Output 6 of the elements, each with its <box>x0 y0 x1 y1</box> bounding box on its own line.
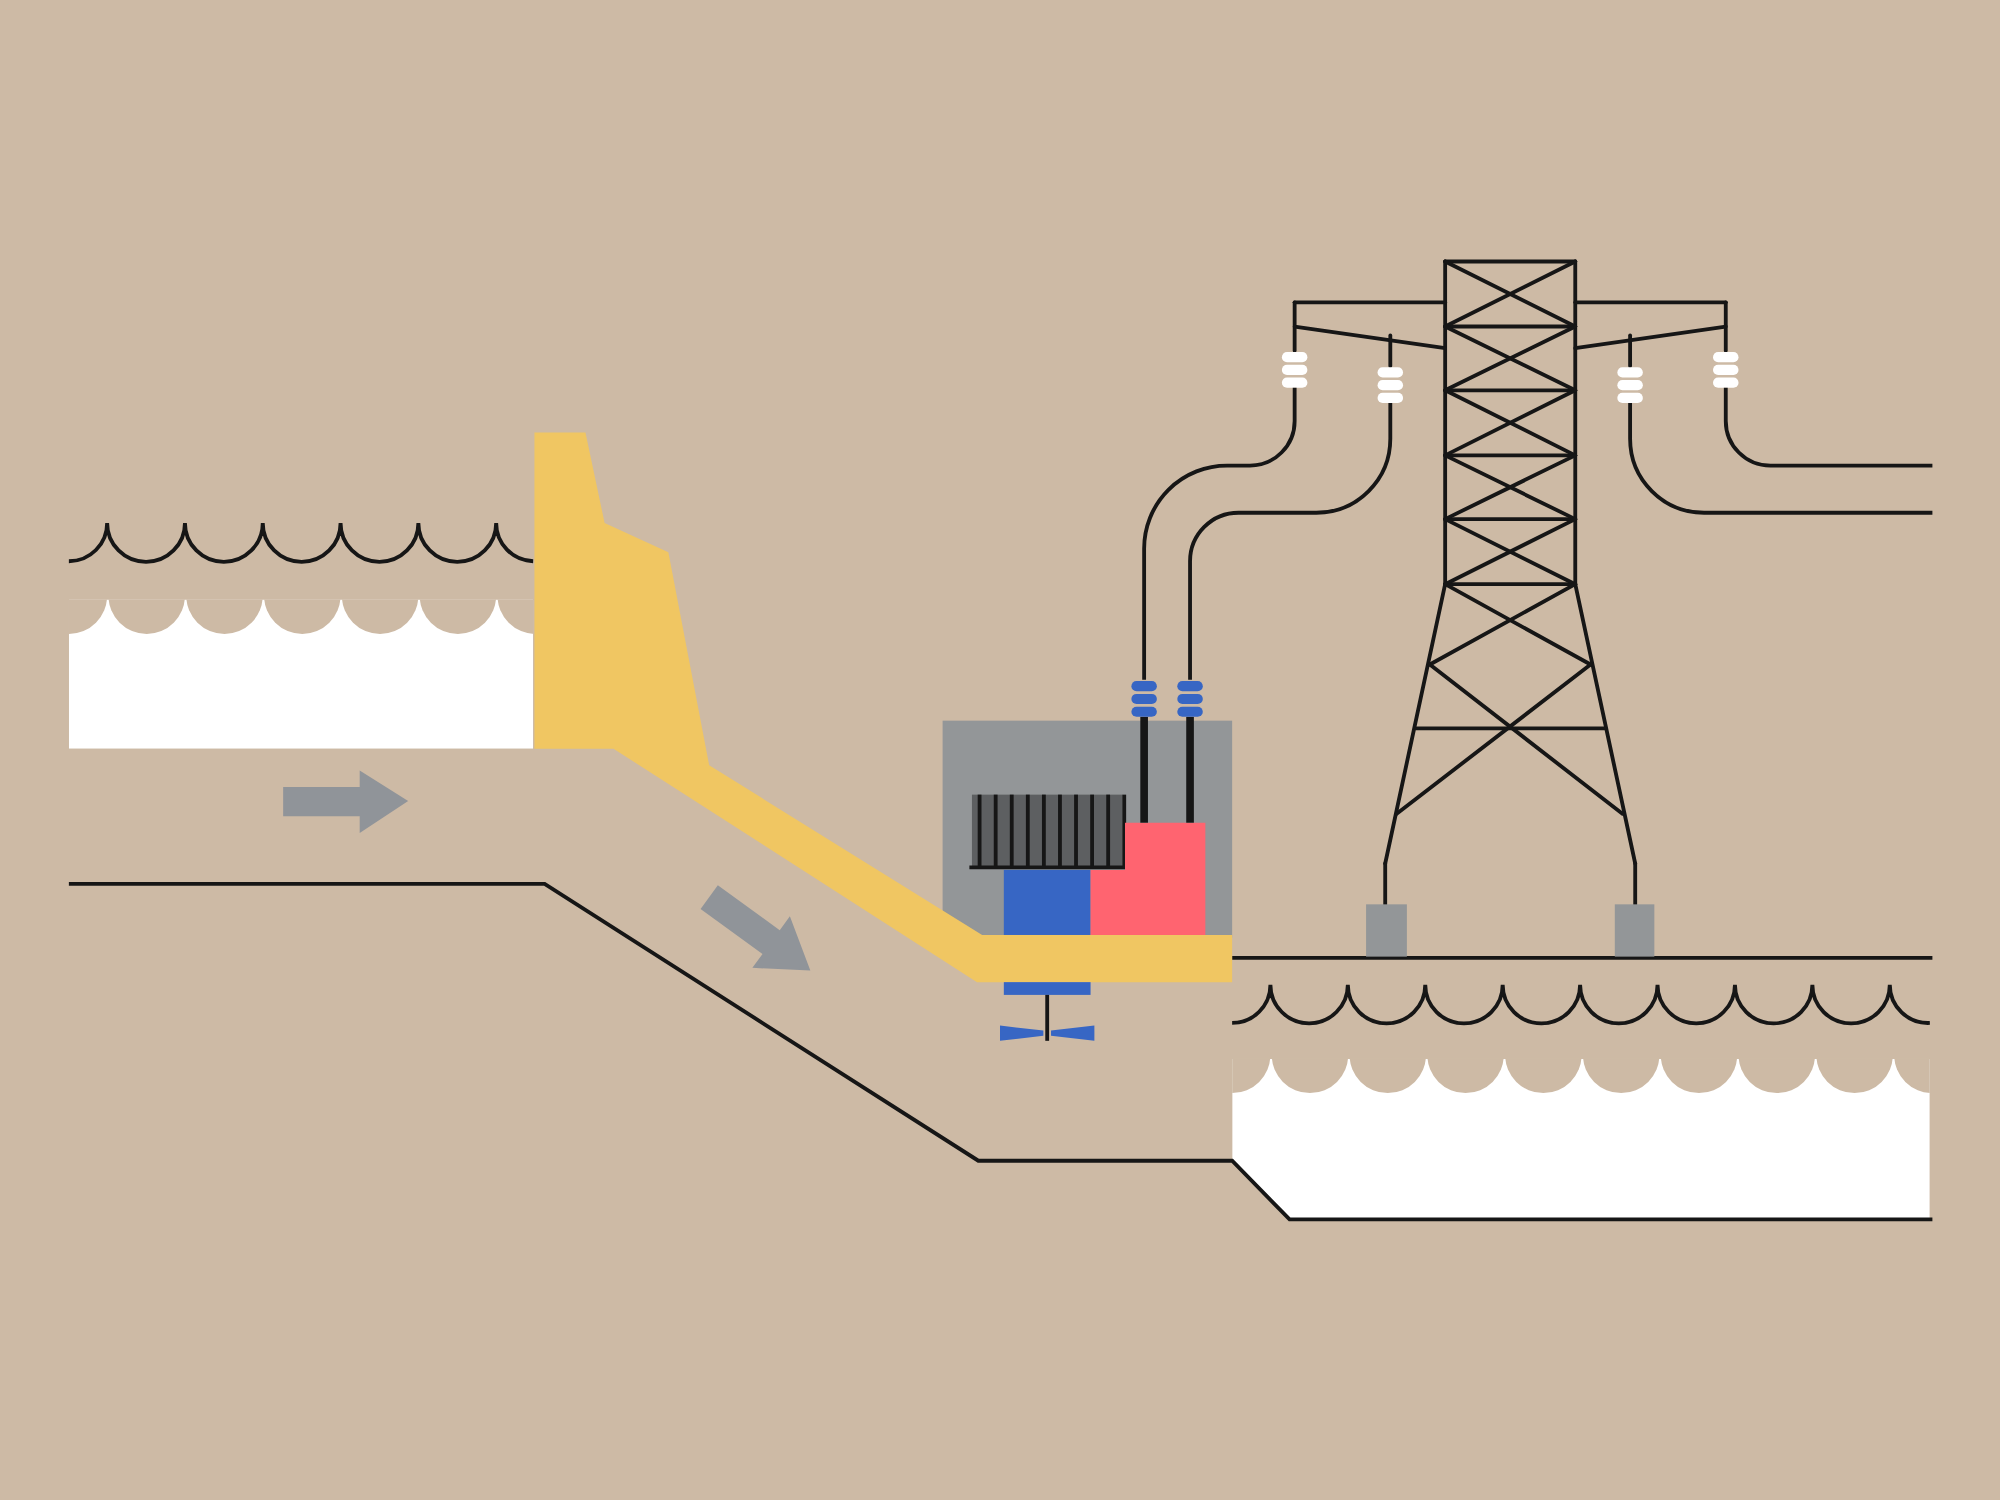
power-cable <box>1723 387 1933 468</box>
transmission-tower-drawing <box>1281 259 1739 957</box>
power-cable <box>1188 403 1393 680</box>
powerhouse-drawing <box>942 681 1233 938</box>
power-cable <box>1142 387 1297 680</box>
power-cable <box>1628 403 1933 515</box>
